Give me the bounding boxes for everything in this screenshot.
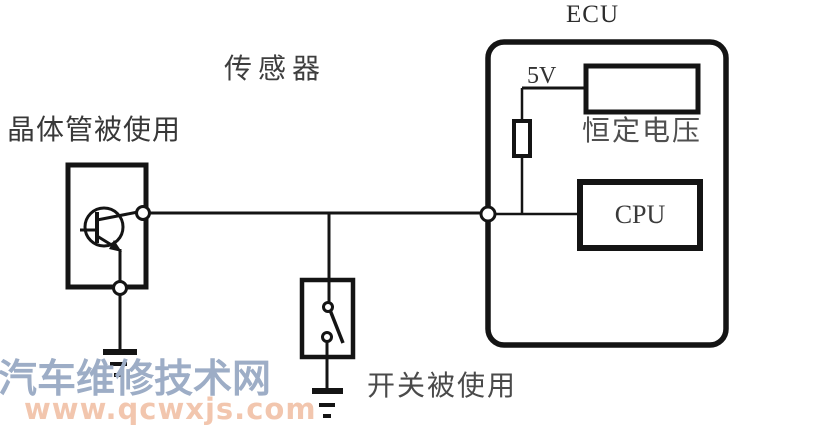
transistor-note-label: 晶体管被使用	[7, 115, 182, 146]
switch-symbol	[321, 301, 345, 344]
watermark-site-url: www.qcwxjs.com	[24, 392, 317, 426]
ecu-box	[485, 39, 729, 348]
switch-note-label: 开关被使用	[367, 371, 518, 402]
cpu-label: CPU	[614, 200, 666, 229]
terminal-node-collector	[135, 205, 151, 221]
resistor-symbol	[512, 119, 532, 158]
watermark-site-name: 汽车维修技术网	[0, 357, 272, 402]
transistor-symbol	[80, 206, 139, 283]
sensor-label: 传感器	[224, 54, 327, 85]
ground-symbol-switch	[312, 388, 343, 418]
terminal-node-ecu-input	[479, 205, 497, 223]
ecu-label: ECU	[566, 1, 619, 28]
ground-symbol-transistor	[103, 349, 137, 377]
constant-voltage-box	[583, 63, 701, 115]
terminal-node-emitter	[112, 280, 128, 296]
transistor-box	[65, 162, 149, 290]
supply-voltage-label: 5V	[527, 63, 557, 89]
cpu-box	[577, 179, 703, 251]
constant-voltage-label: 恒定电压	[582, 116, 703, 147]
